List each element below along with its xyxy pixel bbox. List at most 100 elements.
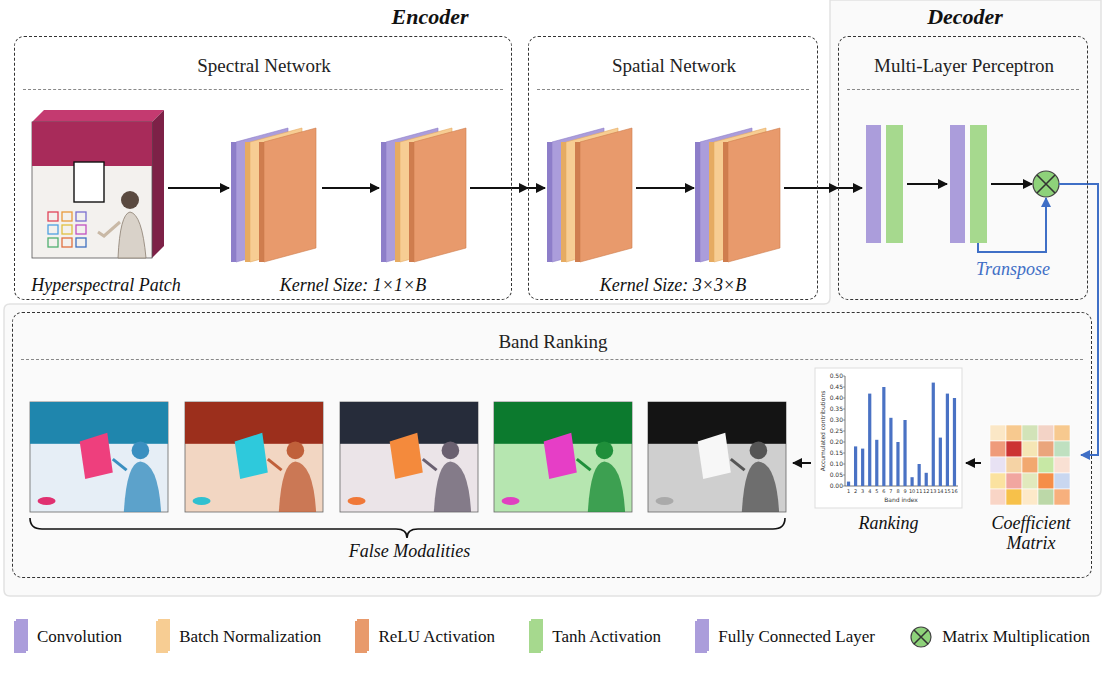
- group-heading: Band Ranking: [13, 331, 1093, 353]
- multiply-cross: [914, 630, 928, 644]
- chart-bar: [939, 438, 942, 486]
- flow-arrow: [966, 462, 981, 464]
- legend-swatch: [529, 621, 541, 653]
- matrix-cell: [1022, 489, 1038, 505]
- figure-node: False Modalities: [26, 399, 793, 571]
- patch-window: [74, 162, 104, 202]
- slab-front: [409, 142, 414, 262]
- caption-text: Hyperspectral Patch: [21, 275, 191, 296]
- color-checker: [48, 212, 58, 221]
- chart-bar: [953, 398, 956, 486]
- chart-tick-label: 4: [864, 488, 876, 495]
- chart-frame: [815, 368, 962, 508]
- heading-separator: [23, 89, 503, 90]
- modality-body: [124, 461, 161, 512]
- chart-bar: [889, 418, 892, 486]
- color-checker: [76, 225, 86, 234]
- chart-bar: [882, 387, 885, 486]
- legend-swatch: [355, 621, 367, 653]
- chart-tick-label: 3: [857, 488, 869, 495]
- matrix-cell: [1006, 473, 1022, 489]
- chart-bar: [868, 394, 871, 486]
- modality-spot: [502, 497, 520, 505]
- chart-bar: [910, 477, 913, 486]
- chart-tick: [843, 453, 845, 454]
- modality-head: [750, 442, 768, 460]
- chart-tick: [843, 475, 845, 476]
- modality-arm: [731, 459, 745, 470]
- chart-tick: [843, 376, 845, 377]
- matrix-cell: [1022, 457, 1038, 473]
- modality-body: [742, 461, 779, 512]
- modality-board: [698, 433, 731, 479]
- dashed-group-box: Spatial NetworkKernel Size: 3×3×B: [528, 36, 818, 300]
- figure-node: Coefficient Matrix: [981, 421, 1081, 566]
- legend-text: Convolution: [37, 627, 122, 647]
- chart-bar: [854, 446, 857, 486]
- matrix-cell: [1054, 489, 1070, 505]
- slab-face: [264, 128, 316, 262]
- chart-axes: [845, 376, 958, 486]
- slab-front: [723, 142, 728, 262]
- caption-text: Transpose: [968, 259, 1058, 280]
- chart-tick: [843, 420, 845, 421]
- slab-front: [547, 142, 552, 262]
- modality-arm: [268, 459, 282, 470]
- chart-tick-label: 0.50: [822, 372, 843, 380]
- fc-layer: [950, 125, 965, 243]
- slab-front: [381, 142, 386, 262]
- cube-front: [32, 122, 152, 258]
- modality-spot: [348, 497, 366, 505]
- wire: [168, 187, 229, 189]
- chart-bar: [847, 482, 850, 486]
- heading-separator: [847, 89, 1079, 90]
- group-heading: Multi-Layer Perceptron: [839, 55, 1089, 77]
- person-head: [121, 191, 139, 209]
- color-checker: [62, 225, 72, 234]
- matrix-cell: [1054, 425, 1070, 441]
- chart-tick-label: 6: [878, 488, 890, 495]
- chart-tick-label: 7: [885, 488, 897, 495]
- matrix-cell: [1006, 425, 1022, 441]
- chart-tick: [843, 431, 845, 432]
- slab-face: [580, 128, 632, 262]
- matrix-cell: [1006, 457, 1022, 473]
- modality-spot: [656, 497, 674, 505]
- chart-tick-label: 0.45: [822, 383, 843, 391]
- flow-arrow: [512, 187, 528, 189]
- multiply-symbol: [1033, 171, 1059, 197]
- wire: [528, 187, 545, 189]
- legend-text: ReLU Activation: [378, 627, 495, 647]
- modality-arm: [113, 459, 127, 470]
- chart-tick: [843, 464, 845, 465]
- matrix-cell: [1038, 489, 1054, 505]
- axis-title: Accumulated contributions: [819, 386, 827, 476]
- wire: [978, 198, 1046, 252]
- caption-text: False Modalities: [26, 541, 793, 562]
- wire: [784, 187, 818, 189]
- chart-tick: [843, 409, 845, 410]
- matrix-cell: [1038, 425, 1054, 441]
- modality-arm: [577, 459, 591, 470]
- wire: [1059, 183, 1088, 185]
- color-checker: [48, 238, 58, 247]
- modality-head: [596, 442, 614, 460]
- modality-spot: [193, 497, 211, 505]
- legend-swatch: [156, 621, 168, 653]
- dashed-group-box: Multi-Layer PerceptronTranspose: [838, 36, 1088, 300]
- modality-image: [648, 402, 786, 512]
- person-arm: [98, 222, 120, 236]
- fc-layer: [866, 125, 881, 243]
- modality-head: [132, 442, 150, 460]
- legend-text: Matrix Multiplication: [942, 627, 1090, 647]
- modality-image: [30, 402, 168, 512]
- flow-arrow: [818, 187, 838, 189]
- chart-tick-label: 1: [843, 488, 855, 495]
- modality-body: [434, 461, 471, 512]
- slab-face: [414, 128, 466, 262]
- section-title: Encoder: [330, 4, 530, 30]
- caption-text: Kernel Size: 1×1×B: [268, 275, 438, 296]
- slab-front: [395, 142, 400, 262]
- chart-tick: [843, 398, 845, 399]
- group-heading: Spectral Network: [15, 55, 513, 77]
